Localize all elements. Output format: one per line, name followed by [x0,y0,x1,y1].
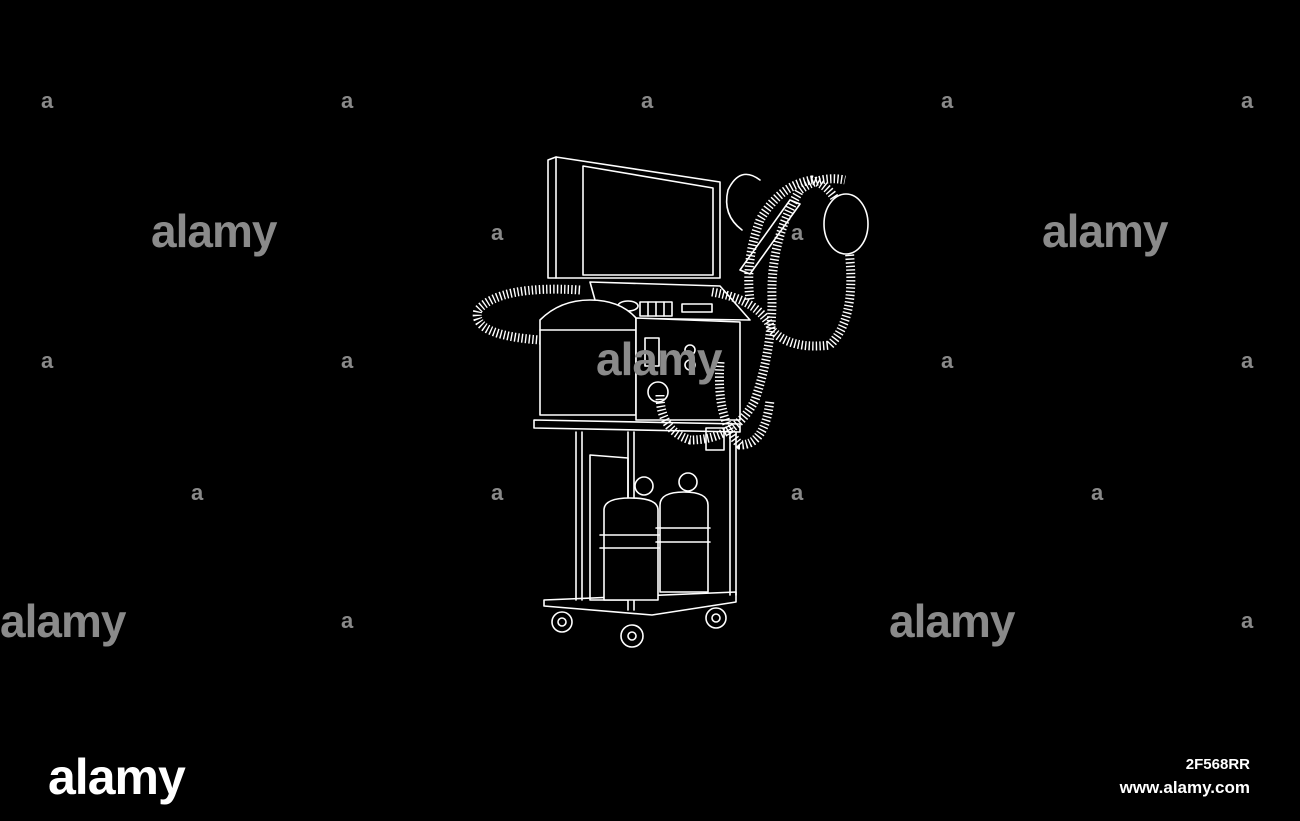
chassis [533,317,741,451]
canister [539,299,637,416]
watermark-mark: a [491,480,504,505]
watermark-mark: a [491,220,504,245]
watermark-mark: a [1241,348,1254,373]
watermark-mark: a [641,88,654,113]
watermark-mark: a [1091,480,1104,505]
watermark-mark: a [341,88,354,113]
watermark-mark: a [341,608,354,633]
watermark-logo: alamy [596,333,722,385]
watermark-logo: alamy [151,205,277,257]
watermark-mark: a [41,348,54,373]
watermark-mark: a [941,348,954,373]
monitor-screen [547,156,721,279]
watermark-mark: a [1241,608,1254,633]
watermark-mark: a [791,220,804,245]
watermark-mark: a [1241,88,1254,113]
site-url: www.alamy.com [1119,778,1250,797]
breathing-hoses [472,173,869,450]
watermark-mark: a [791,480,804,505]
watermark-logo: alamy [0,595,126,647]
watermark-mark: a [41,88,54,113]
watermark-logo: alamy [889,595,1015,647]
image-id: 2F568RR [1185,756,1250,773]
watermark-logo: alamy [1042,205,1168,257]
watermark-mark: a [191,480,204,505]
wheels [551,607,727,648]
alamy-logo: alamy [48,749,186,805]
gas-cylinders [599,472,711,601]
watermark-mark: a [341,348,354,373]
watermark-mark: a [941,88,954,113]
